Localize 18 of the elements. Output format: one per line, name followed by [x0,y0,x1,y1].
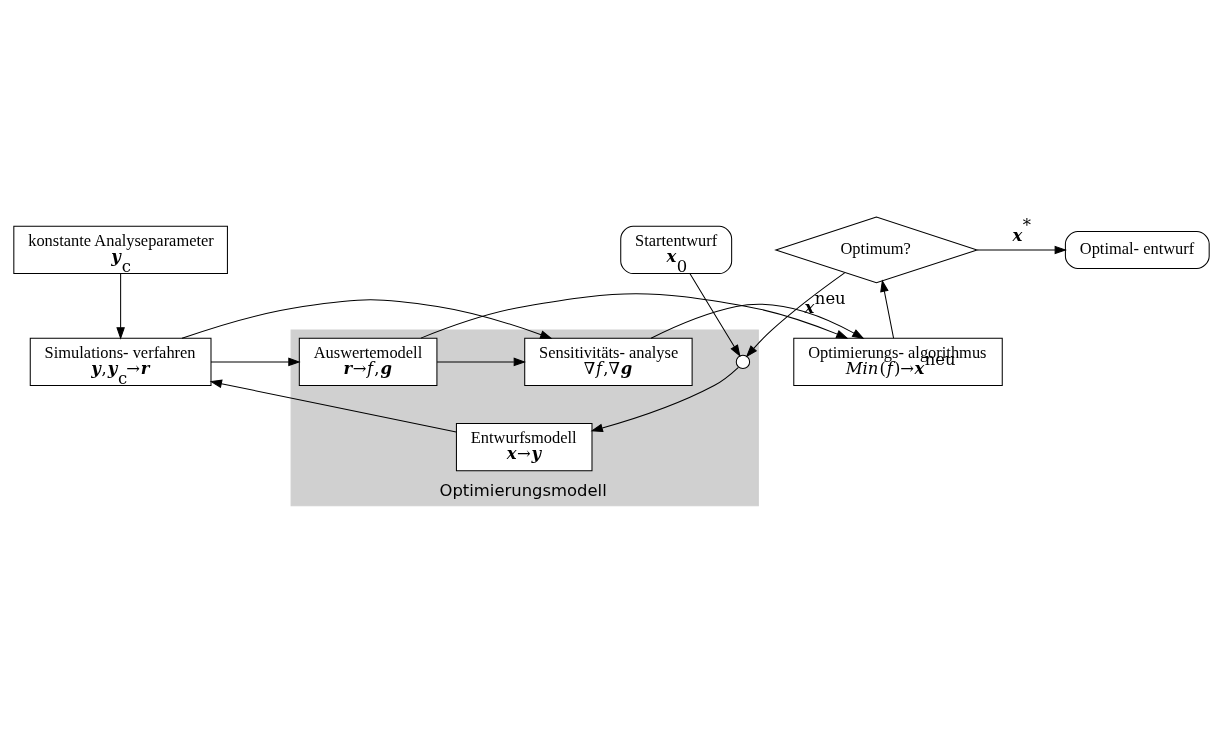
arrow [880,279,895,339]
arrow [420,293,849,339]
node-box: Auswertemodell r→f,g [298,337,438,387]
node-box: Sensitivitäts- analyse ∇f,∇g [524,337,693,387]
arrow [689,273,741,357]
arrow [209,379,457,433]
arrow [181,299,553,339]
arrow [976,245,1067,255]
arrow [436,357,526,367]
arrow [116,273,125,340]
arrow [650,303,865,340]
node-box: Optimal- entwurf [1064,230,1210,269]
arrow [745,272,846,358]
arrow [590,366,739,433]
arrow [210,357,301,367]
node-diamond: Optimum? [774,216,979,284]
node-box: Entwurfsmodell x→y [455,423,593,472]
node-circle [735,354,751,370]
